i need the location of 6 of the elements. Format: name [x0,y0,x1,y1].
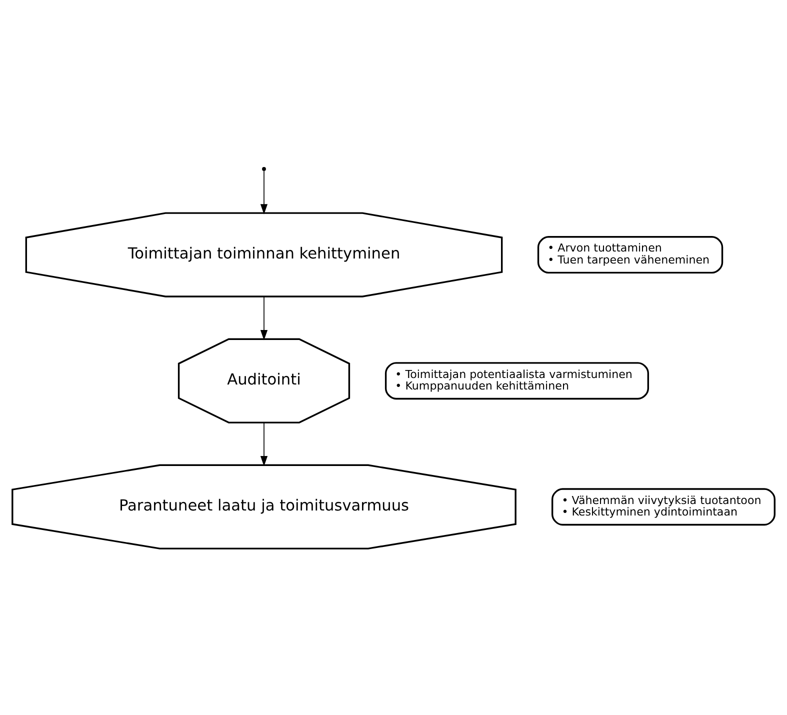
node-box: • Toimittajan potentiaalista varmistuminen • Kumppanuuden kehittäminen [384,362,650,400]
node-box: • Vähemmän viivytyksiä tuotantoon • Keskittyminen ydintoimintaan [551,488,776,526]
arrow [260,170,268,214]
arrow [260,422,268,466]
node-box: • Arvon tuottaminen • Tuen tarpeen väheneminen [537,236,724,274]
arrow [260,296,268,340]
